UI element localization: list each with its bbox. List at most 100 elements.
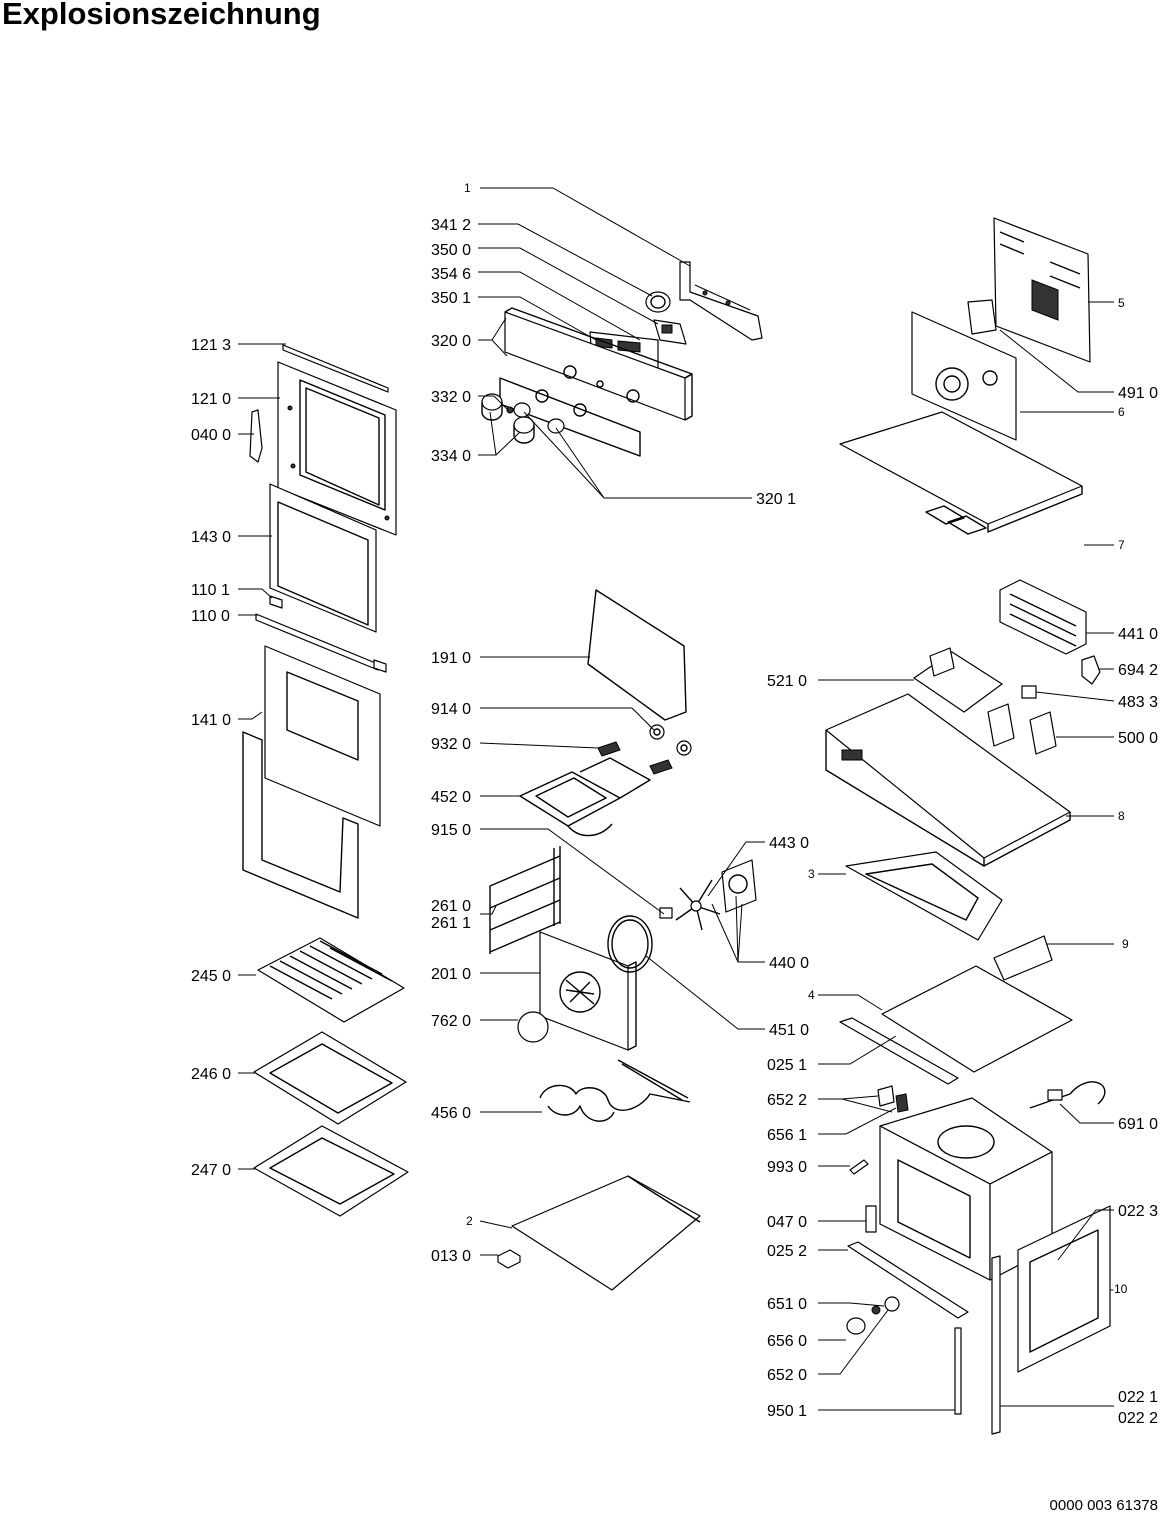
part-side-strips [991, 1255, 1001, 1435]
part-baking-tray [253, 1031, 407, 1125]
callout-label: 191 0 [431, 650, 471, 667]
callout-labels: 1 341 2 350 0 354 6 350 1 320 0 332 0 33… [191, 181, 1158, 1427]
callout-label: 694 2 [1118, 662, 1158, 679]
callout-label: 9 [1122, 937, 1129, 951]
part-knob-ring [645, 291, 671, 313]
callout-label: 040 0 [191, 427, 231, 444]
callout-label: 334 0 [431, 448, 471, 465]
part-lower-rail [847, 1241, 969, 1319]
part-chassis-tray [825, 693, 1071, 867]
callout-label: 022 3 [1118, 1203, 1158, 1220]
part-back-wall [911, 311, 1017, 441]
part-oven-seal [587, 589, 687, 721]
callout-label: 245 0 [191, 968, 231, 985]
part-glass-clips [255, 595, 387, 673]
callout-label: 451 0 [769, 1022, 809, 1039]
callout-label: 141 0 [191, 712, 231, 729]
callout-label: 6 [1118, 405, 1125, 419]
callout-label: 652 2 [767, 1092, 807, 1109]
page-title: Explosionszeichnung [2, 0, 321, 31]
part-fasteners [597, 724, 692, 775]
callout-label: 656 0 [767, 1333, 807, 1350]
part-temperature-probe [1029, 1081, 1106, 1109]
part-connector [1021, 685, 1037, 699]
callout-label: 261 0 [431, 898, 471, 915]
callout-label: 332 0 [431, 389, 471, 406]
part-side-panel [1017, 1205, 1111, 1373]
part-control-bracket [679, 261, 763, 341]
part-cover-plate [517, 1011, 549, 1043]
part-control-board [913, 647, 1003, 713]
callout-label: -10 [1110, 1282, 1128, 1296]
part-front-strip [954, 1327, 962, 1415]
part-wire-shelf [257, 937, 405, 1023]
callout-label: 341 2 [431, 217, 471, 234]
callout-label: 246 0 [191, 1066, 231, 1083]
callout-label: 110 1 [191, 582, 230, 599]
document-number: 0000 003 61378 [1049, 1497, 1158, 1514]
callout-label: 025 2 [767, 1243, 807, 1260]
callout-label: 452 0 [431, 789, 471, 806]
callout-label: 201 0 [431, 966, 471, 983]
callout-label: 5 [1118, 296, 1125, 310]
callout-label: 2 [466, 1214, 473, 1228]
callout-label: 762 0 [431, 1013, 471, 1030]
callout-label: 3 [808, 867, 815, 881]
part-bottom-heater [539, 1059, 691, 1122]
callout-label: 247 0 [191, 1162, 231, 1179]
part-lamp-assembly [846, 1296, 900, 1335]
callout-label: 320 1 [756, 491, 796, 508]
callout-label: 047 0 [767, 1214, 807, 1231]
part-grill-element [519, 757, 651, 837]
part-door-switch [877, 1085, 909, 1113]
callout-label: 121 3 [191, 337, 231, 354]
callout-label: 350 0 [431, 242, 471, 259]
callout-label: 022 1 [1118, 1389, 1158, 1406]
part-inner-glass-frame [269, 483, 377, 633]
part-lamp [1081, 655, 1101, 685]
callout-label: 691 0 [1118, 1116, 1158, 1133]
callout-label: 440 0 [769, 955, 809, 972]
part-tangential-fan [999, 579, 1087, 655]
part-front-rail [839, 1017, 959, 1085]
callout-label: 914 0 [431, 701, 471, 718]
part-selector-switches [987, 703, 1057, 755]
callout-label: 950 1 [767, 1403, 807, 1420]
part-door-hinge [249, 409, 263, 463]
part-control-knobs [481, 393, 565, 444]
callout-label: 993 0 [767, 1159, 807, 1176]
part-relay [967, 299, 997, 335]
callout-label: 500 0 [1118, 730, 1158, 747]
part-fan-assembly [659, 859, 757, 931]
part-outer-door-glass [242, 645, 381, 919]
part-base-plate [881, 965, 1073, 1073]
callout-label: 521 0 [767, 673, 807, 690]
callout-label: 143 0 [191, 529, 231, 546]
callout-label: 354 6 [431, 266, 471, 283]
callout-label: 022 2 [1118, 1410, 1158, 1427]
callout-label: 1 [464, 181, 471, 195]
callout-label: 483 3 [1118, 694, 1158, 711]
part-hinge-receiver [865, 1205, 877, 1233]
part-foot [497, 1249, 521, 1269]
part-top-cover [839, 411, 1083, 535]
callout-label: 491 0 [1118, 385, 1158, 402]
callout-label: 932 0 [431, 736, 471, 753]
callout-label: 350 1 [431, 290, 471, 307]
part-screw [849, 1159, 869, 1175]
callout-label: 4 [808, 988, 815, 1002]
part-support-bracket [845, 851, 1003, 941]
part-bottom-panel [511, 1175, 701, 1291]
callout-label: 456 0 [431, 1105, 471, 1122]
callout-label: 656 1 [767, 1127, 807, 1144]
callout-label: 915 0 [431, 822, 471, 839]
part-shelf-runners [489, 846, 561, 954]
part-roasting-pan [253, 1125, 409, 1217]
callout-label: 013 0 [431, 1248, 471, 1265]
part-door-frame [277, 361, 397, 536]
part-side-bracket [993, 935, 1053, 981]
part-rear-panel [539, 931, 637, 1051]
callout-label: 7 [1118, 538, 1125, 552]
callout-label: 320 0 [431, 333, 471, 350]
